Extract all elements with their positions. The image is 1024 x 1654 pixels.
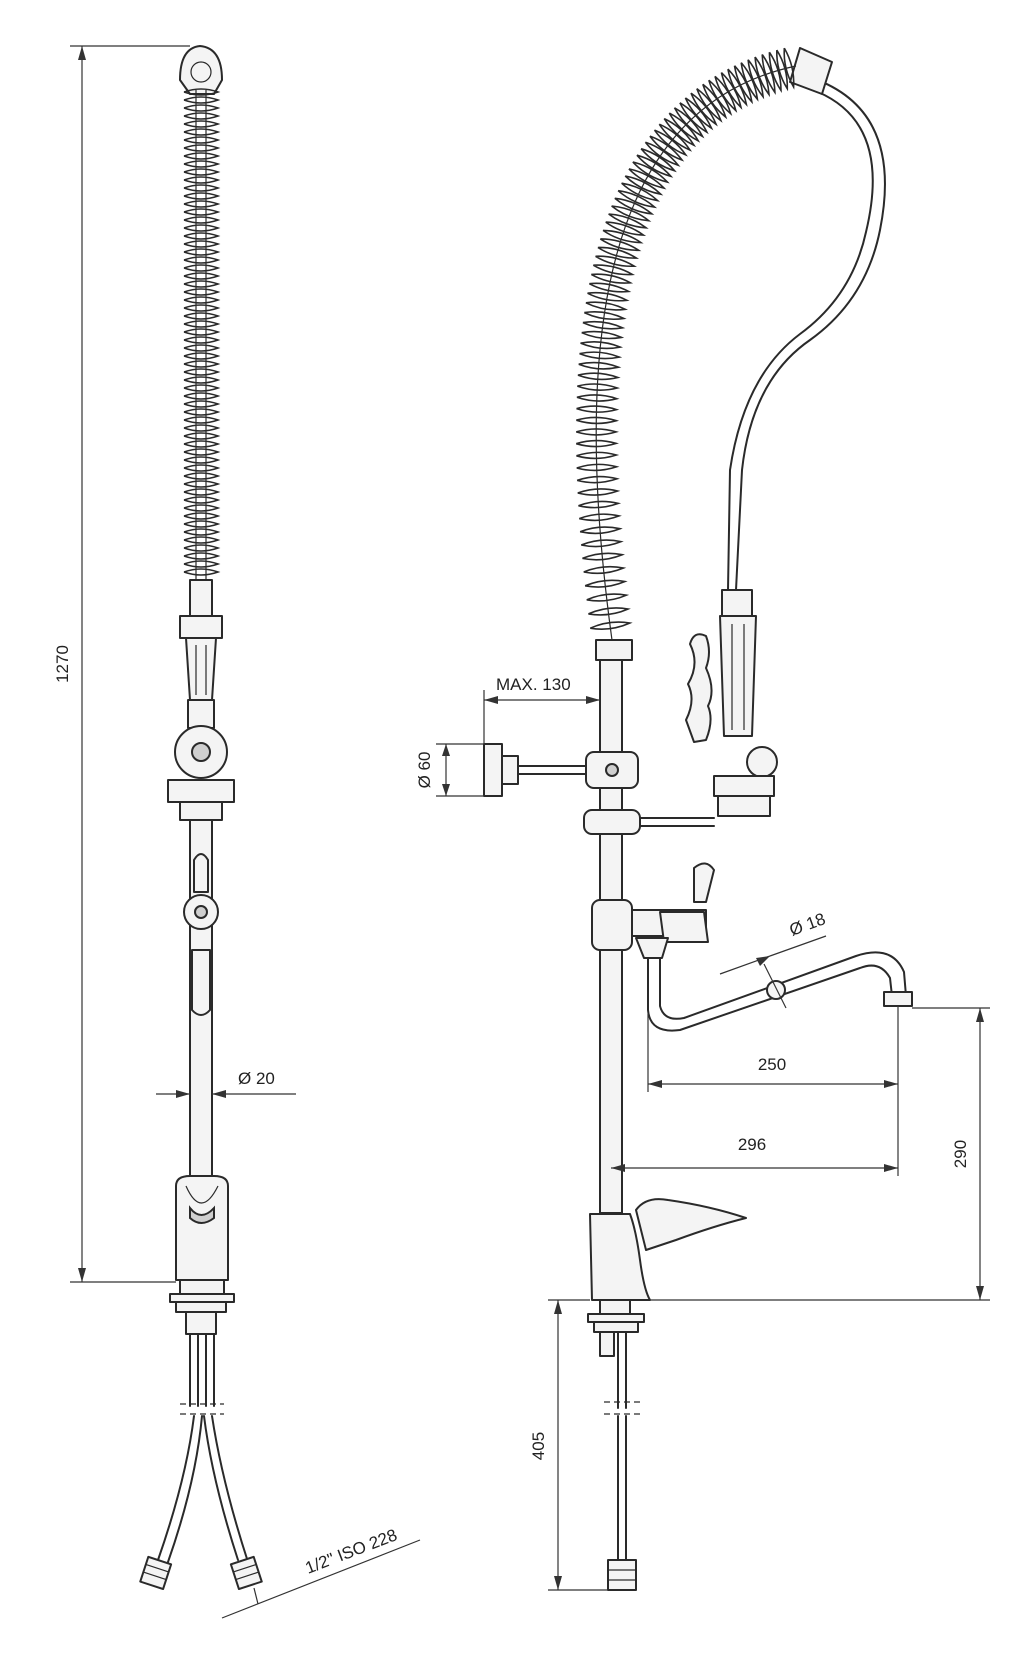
mixer-lever — [635, 1198, 747, 1251]
wall-flange — [483, 743, 503, 797]
dim-spout-length-label: 250 — [758, 1055, 786, 1074]
dim-pipe-diameter: Ø 20 — [156, 1069, 296, 1098]
dim-spout-diameter-label: Ø 18 — [787, 909, 828, 939]
side-view — [483, 47, 913, 1591]
dim-total-height: 1270 — [53, 45, 190, 1283]
dim-supply-hose-label: 405 — [529, 1432, 548, 1460]
mixer-body — [175, 1175, 229, 1281]
dim-pipe-diameter-label: Ø 20 — [238, 1069, 275, 1088]
faucet-lever — [693, 862, 715, 903]
spray-trigger — [685, 633, 713, 743]
spring-coil — [183, 88, 221, 576]
dim-max-reach-label: MAX. 130 — [496, 675, 571, 694]
swivel-spout — [647, 957, 893, 1032]
mixer-body-side — [589, 1213, 651, 1301]
spray-gun-body — [185, 637, 217, 701]
dim-max-reach: MAX. 130 — [483, 675, 600, 744]
dim-total-height-label: 1270 — [53, 645, 72, 683]
dim-wall-flange: Ø 60 — [415, 743, 484, 797]
front-view — [139, 45, 263, 1591]
dim-hose-thread-label: 1/2" ISO 228 — [303, 1525, 400, 1577]
dim-supply-hose: 405 — [529, 1299, 608, 1591]
dim-spout-reach-label: 296 — [738, 1135, 766, 1154]
hose-top-head — [789, 47, 833, 95]
dim-spout-reach: 296 — [611, 1092, 899, 1176]
dim-wall-flange-label: Ø 60 — [415, 752, 434, 789]
dim-spout-height-label: 290 — [951, 1140, 970, 1168]
flexible-hose — [735, 77, 886, 591]
top-hose-holder — [179, 45, 223, 95]
spring-coil-curved — [575, 47, 797, 641]
dim-spout-length: 250 — [647, 1006, 899, 1092]
tap-lever — [193, 853, 209, 893]
dim-spout-height: 290 — [650, 1007, 990, 1301]
pre-rinse-spray-valve — [719, 615, 757, 737]
